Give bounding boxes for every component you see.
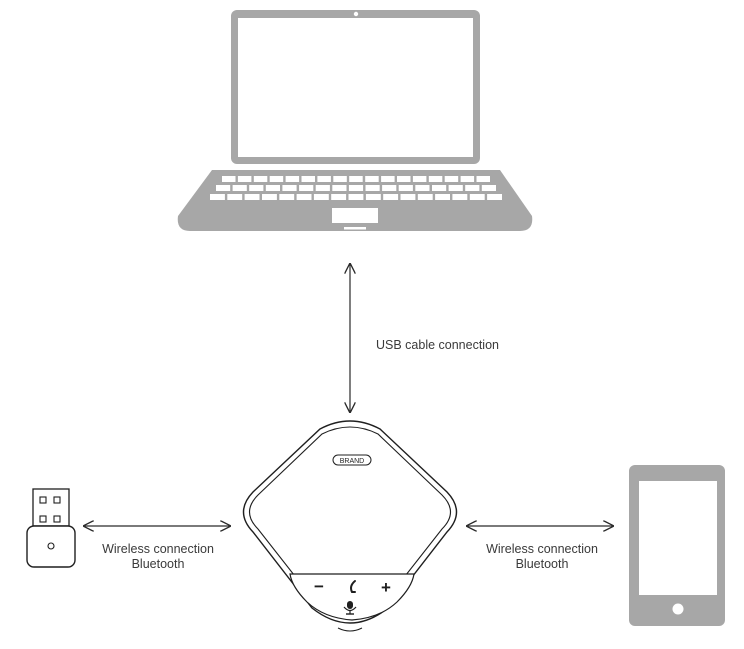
keyboard-key: [432, 185, 447, 191]
keyboard-key: [282, 185, 297, 191]
keyboard-key: [383, 194, 399, 200]
keyboard-key: [313, 194, 329, 200]
keyboard-key: [348, 194, 364, 200]
keyboard-key: [435, 194, 450, 200]
keyboard-key: [397, 176, 411, 182]
keyboard-key: [398, 185, 413, 191]
speakerphone-device: BRAND − +: [242, 420, 458, 632]
laptop-icon: [177, 10, 533, 231]
keyboard-key: [279, 194, 295, 200]
keyboard-key: [460, 176, 475, 182]
keyboard-key: [253, 176, 268, 182]
keyboard-key: [428, 176, 443, 182]
brand-label: BRAND: [340, 458, 365, 465]
left-wireless-label: Wireless connection Bluetooth: [88, 542, 228, 572]
keyboard-key: [285, 176, 300, 182]
keyboard-key: [296, 194, 312, 200]
keyboard-key: [412, 176, 427, 182]
keyboard-key: [481, 185, 496, 191]
smartphone-icon: [629, 465, 725, 626]
keyboard-key: [348, 185, 364, 191]
phone-icon: [350, 580, 356, 593]
keyboard-key: [415, 185, 430, 191]
keyboard-key: [365, 185, 380, 191]
keyboard-key: [301, 176, 315, 182]
keyboard-key: [476, 176, 490, 182]
keyboard-key: [227, 194, 243, 200]
keyboard-key: [315, 185, 330, 191]
keyboard-key: [210, 194, 225, 200]
keyboard-key: [400, 194, 416, 200]
right-wireless-label: Wireless connection Bluetooth: [472, 542, 612, 572]
keyboard-key: [333, 176, 347, 182]
keyboard-key: [349, 176, 363, 182]
mute-microphone-icon: [343, 601, 357, 615]
keyboard-key: [487, 194, 502, 200]
keyboard-key: [216, 185, 231, 191]
volume-up-button: +: [381, 578, 391, 597]
keyboard-key: [249, 185, 264, 191]
keyboard-key: [332, 185, 347, 191]
keyboard-key: [232, 185, 247, 191]
left-wireless-line1: Wireless connection: [102, 542, 214, 556]
keyboard-key: [444, 176, 459, 182]
keyboard-key: [417, 194, 433, 200]
keyboard-key: [365, 176, 379, 182]
control-panel: [289, 573, 415, 621]
brand-badge: [332, 454, 372, 466]
keyboard-key: [381, 176, 395, 182]
keyboard-key: [222, 176, 236, 182]
left-wireless-line2: Bluetooth: [131, 557, 185, 571]
volume-down-button: −: [314, 577, 324, 596]
laptop-keyboard: [210, 176, 502, 200]
keyboard-key: [452, 194, 468, 200]
right-wireless-line2: Bluetooth: [515, 557, 569, 571]
keyboard-key: [244, 194, 260, 200]
usb-dongle-icon: [26, 488, 76, 568]
keyboard-key: [448, 185, 463, 191]
usb-label-text: USB cable connection: [376, 338, 499, 352]
keyboard-key: [382, 185, 397, 191]
keyboard-key: [269, 176, 284, 182]
usb-connection-label: USB cable connection: [376, 338, 499, 353]
keyboard-key: [299, 185, 314, 191]
keyboard-key: [265, 185, 280, 191]
keyboard-key: [317, 176, 331, 182]
right-wireless-line1: Wireless connection: [486, 542, 598, 556]
keyboard-key: [469, 194, 485, 200]
keyboard-key: [365, 194, 381, 200]
keyboard-key: [262, 194, 277, 200]
keyboard-key: [465, 185, 480, 191]
keyboard-key: [237, 176, 252, 182]
keyboard-key: [331, 194, 347, 200]
